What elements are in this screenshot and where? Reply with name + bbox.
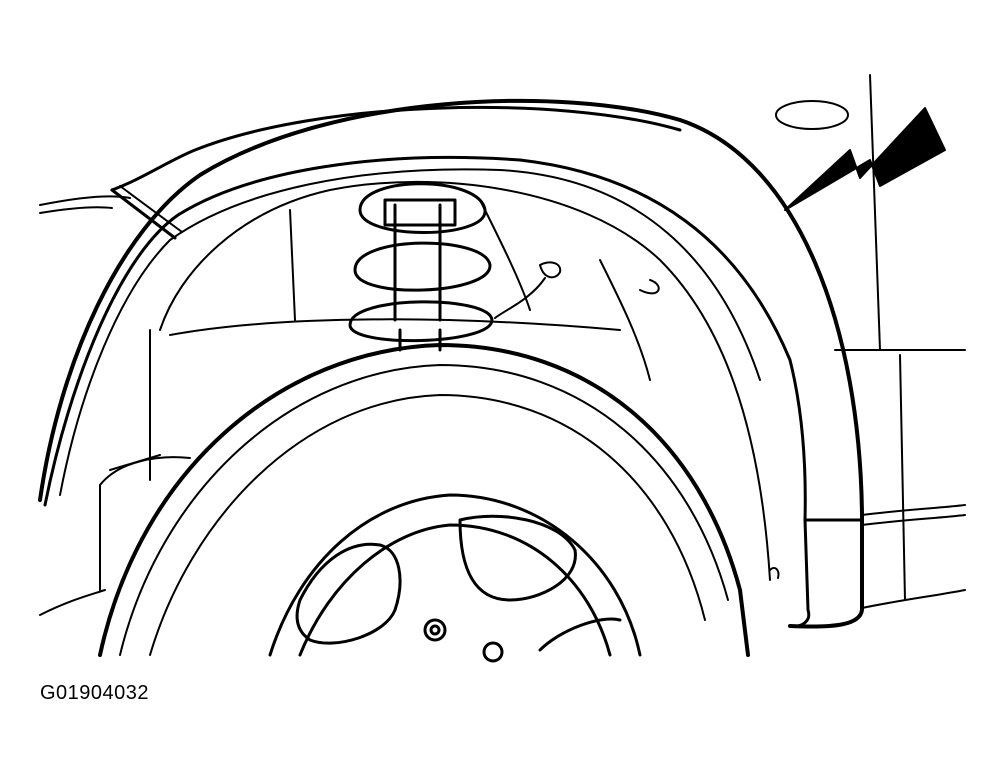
fender-flare (38, 98, 864, 629)
coil-spring (348, 182, 494, 352)
wheel-rim (268, 493, 642, 663)
left-body-panel (39, 195, 191, 616)
direction-arrow-icon (784, 107, 946, 211)
wheel-well-liner (149, 180, 780, 581)
right-body-panel (775, 74, 966, 609)
figure-id-label: G01904032 (40, 682, 150, 704)
fuel-door-outline (775, 100, 849, 130)
tire (98, 343, 750, 657)
